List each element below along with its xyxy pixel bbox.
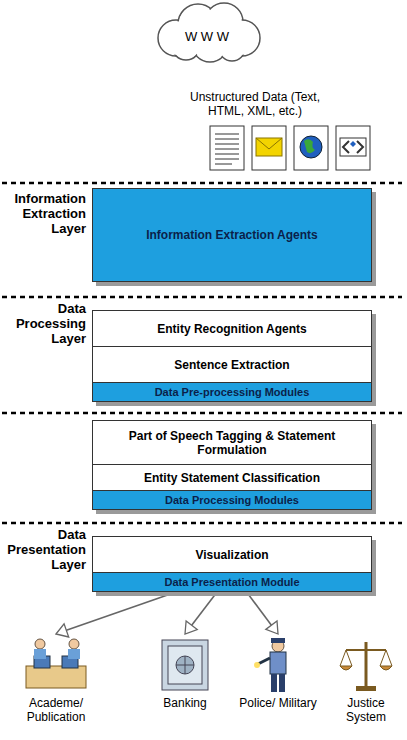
node-label: Information Extraction Agents	[146, 228, 318, 242]
flow-arrow	[185, 594, 216, 634]
module-group: VisualizationData Presentation Module	[92, 536, 372, 592]
node-label: Banking	[163, 696, 206, 710]
process-box: Entity Statement Classification	[93, 465, 371, 491]
module-group: Part of Speech Tagging & Statement Formu…	[92, 420, 372, 510]
user-icon	[238, 636, 318, 694]
user-icon	[148, 636, 222, 694]
node-label: Visualization	[195, 548, 268, 562]
layer-label: Data Presentation Layer	[2, 527, 86, 572]
process-box: Visualization	[93, 537, 371, 573]
node-label: Academe/ Publication	[8, 696, 104, 724]
layer-label: Information Extraction Layer	[2, 191, 86, 236]
node-label: Data Processing Modules	[165, 494, 299, 506]
user-figure: Academe/ Publication	[8, 636, 104, 724]
node-label: Entity Recognition Agents	[157, 322, 307, 336]
user-icon	[332, 636, 400, 694]
node-label: W W W	[185, 29, 229, 44]
node-label: Data Presentation Module	[164, 576, 299, 588]
user-icon	[16, 636, 96, 694]
module-band: Data Pre-processing Modules	[93, 383, 371, 401]
node-label: Data Pre-processing Modules	[155, 386, 310, 398]
agent-box: Information Extraction Agents	[92, 188, 372, 282]
document-icon	[210, 126, 244, 170]
node-label: Police/ Military	[239, 696, 316, 710]
globe-icon	[294, 126, 328, 170]
xml-icon	[336, 126, 370, 170]
user-figure: Justice System	[330, 636, 402, 724]
flow-arrow	[56, 594, 170, 637]
flow-arrow	[248, 594, 278, 634]
module-band: Data Presentation Module	[93, 573, 371, 591]
layer-label: Data Processing Layer	[2, 301, 86, 346]
node-label: Justice System	[330, 696, 402, 724]
module-group: Entity Recognition AgentsSentence Extrac…	[92, 310, 372, 402]
user-figure: Banking	[146, 636, 224, 710]
process-box: Part of Speech Tagging & Statement Formu…	[93, 421, 371, 465]
process-box: Entity Recognition Agents	[93, 311, 371, 347]
module-band: Data Processing Modules	[93, 491, 371, 509]
node-label: Part of Speech Tagging & Statement Formu…	[101, 429, 363, 457]
mail-icon	[252, 126, 286, 170]
process-box: Sentence Extraction	[93, 347, 371, 383]
user-figure: Police/ Military	[236, 636, 320, 710]
node-label: Sentence Extraction	[174, 358, 289, 372]
cloud-shape: W W W	[148, 2, 266, 64]
data-source-label: Unstructured Data (Text, HTML, XML, etc.…	[185, 90, 325, 118]
node-label: Entity Statement Classification	[144, 471, 320, 485]
